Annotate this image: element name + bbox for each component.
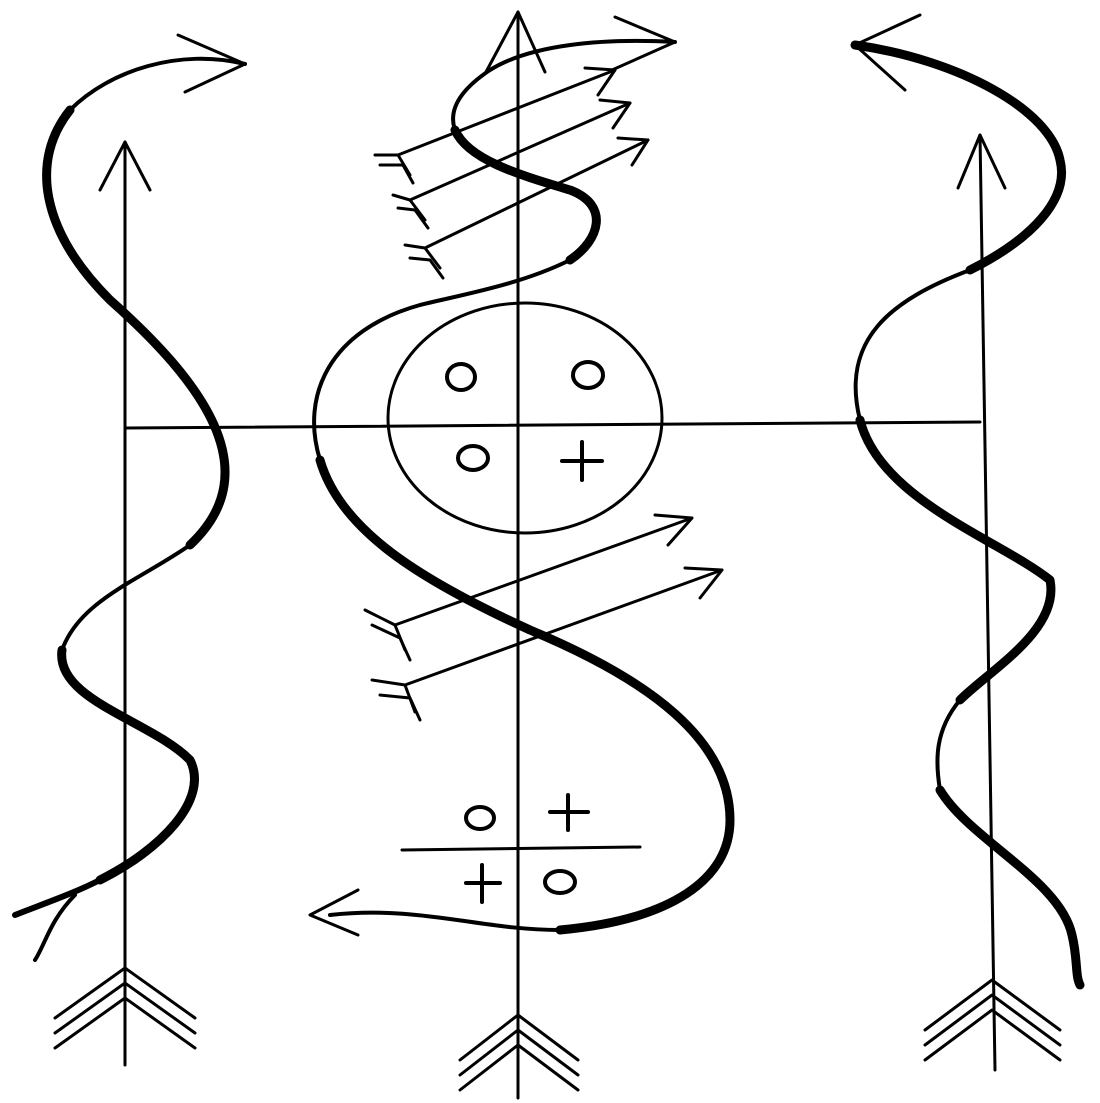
lower-figure-bottom-left-plus bbox=[466, 865, 500, 902]
circle-quadrant-bottom-right-plus bbox=[562, 442, 602, 480]
lower-figure bbox=[402, 795, 640, 902]
circle-quadrant-bottom-left bbox=[458, 446, 488, 470]
lower-figure-bottom-right bbox=[545, 871, 575, 893]
horizontal-crossbar bbox=[125, 422, 980, 428]
central-serpent bbox=[310, 17, 730, 935]
lower-figure-top-right-plus bbox=[550, 795, 588, 830]
lower-diagonal-arrow-1 bbox=[365, 515, 692, 660]
left-serpent bbox=[15, 35, 245, 960]
lower-diagonal-arrow-2 bbox=[372, 568, 722, 720]
vertical-arrows bbox=[55, 12, 1060, 1098]
central-circle bbox=[388, 303, 662, 533]
right-vertical-arrow bbox=[925, 135, 1060, 1070]
lower-figure-top-left bbox=[466, 807, 494, 829]
right-serpent bbox=[855, 15, 1080, 985]
circle-quadrant-top-right bbox=[573, 362, 603, 388]
upper-diagonal-arrow-3 bbox=[405, 138, 648, 278]
circle-quadrant-top-left bbox=[447, 364, 475, 390]
left-vertical-arrow bbox=[55, 142, 195, 1065]
lower-diagonal-arrows bbox=[365, 515, 722, 720]
